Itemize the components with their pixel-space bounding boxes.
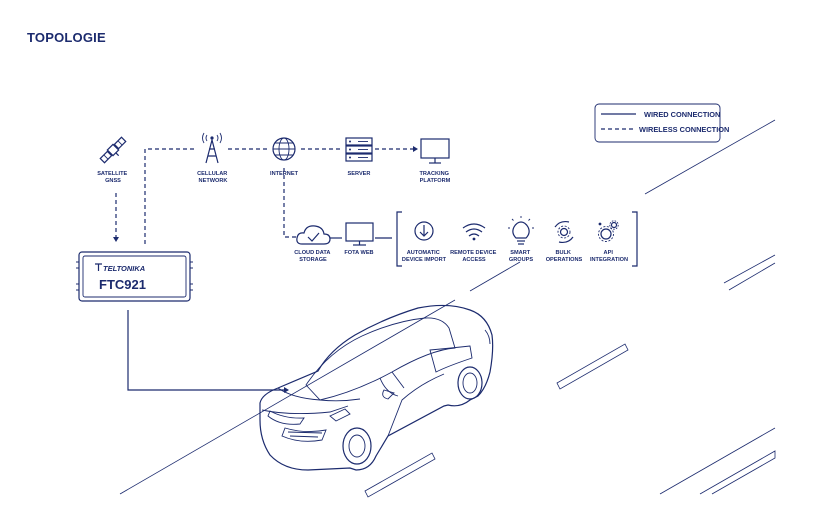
gear-cycle-icon [554, 220, 574, 244]
road [119, 119, 776, 498]
fota-label: FOTA WEB [344, 250, 373, 256]
remote-access-label: REMOTE DEVICE ACCESS [450, 250, 498, 263]
internet-cloud-link [283, 168, 296, 238]
gears-icon [598, 220, 619, 242]
legend: WIRED CONNECTION WIRELESS CONNECTION [594, 103, 729, 143]
auto-import-label: AUTOMATIC DEVICE IMPORT [402, 250, 447, 263]
api-label: API INTEGRATION [590, 250, 628, 263]
device-brand: TELTONIKA [103, 264, 145, 273]
cellular-label: CELLULAR NETWORK [197, 171, 229, 184]
smart-groups-label: SMART GROUPS [509, 250, 534, 263]
legend-wired-label: WIRED CONNECTION [644, 110, 720, 119]
globe-icon [272, 137, 296, 161]
tracking-label: TRACKING PLATFORM [419, 171, 450, 184]
satellite-label: SATELLITE GNSS [97, 171, 129, 184]
bulk-ops-label: BULK OPERATIONS [546, 250, 583, 263]
cloud-label: CLOUD DATA STORAGE [294, 250, 332, 263]
car [259, 304, 494, 471]
download-circle-icon [414, 221, 434, 241]
satellite-icon [99, 136, 127, 164]
device-cellular-link [144, 148, 197, 244]
internet-label: INTERNET [270, 171, 299, 177]
server-label: SERVER [348, 171, 371, 177]
device-ftc921: TELTONIKA FTC921 [76, 251, 193, 302]
cell-tower-icon [202, 132, 222, 164]
lightbulb-icon [508, 216, 534, 245]
device-model: FTC921 [99, 277, 146, 292]
monitor-icon [420, 138, 450, 164]
legend-wireless-label: WIRELESS CONNECTION [639, 125, 729, 134]
teltonika-logo-icon [95, 263, 102, 271]
wifi-icon [462, 223, 486, 241]
device-car-link [127, 310, 285, 391]
cloud-check-icon [296, 225, 331, 245]
connections [113, 146, 638, 393]
server-icon [345, 137, 373, 162]
page-title: TOPOLOGIE [27, 30, 106, 45]
monitor-icon [345, 222, 374, 246]
